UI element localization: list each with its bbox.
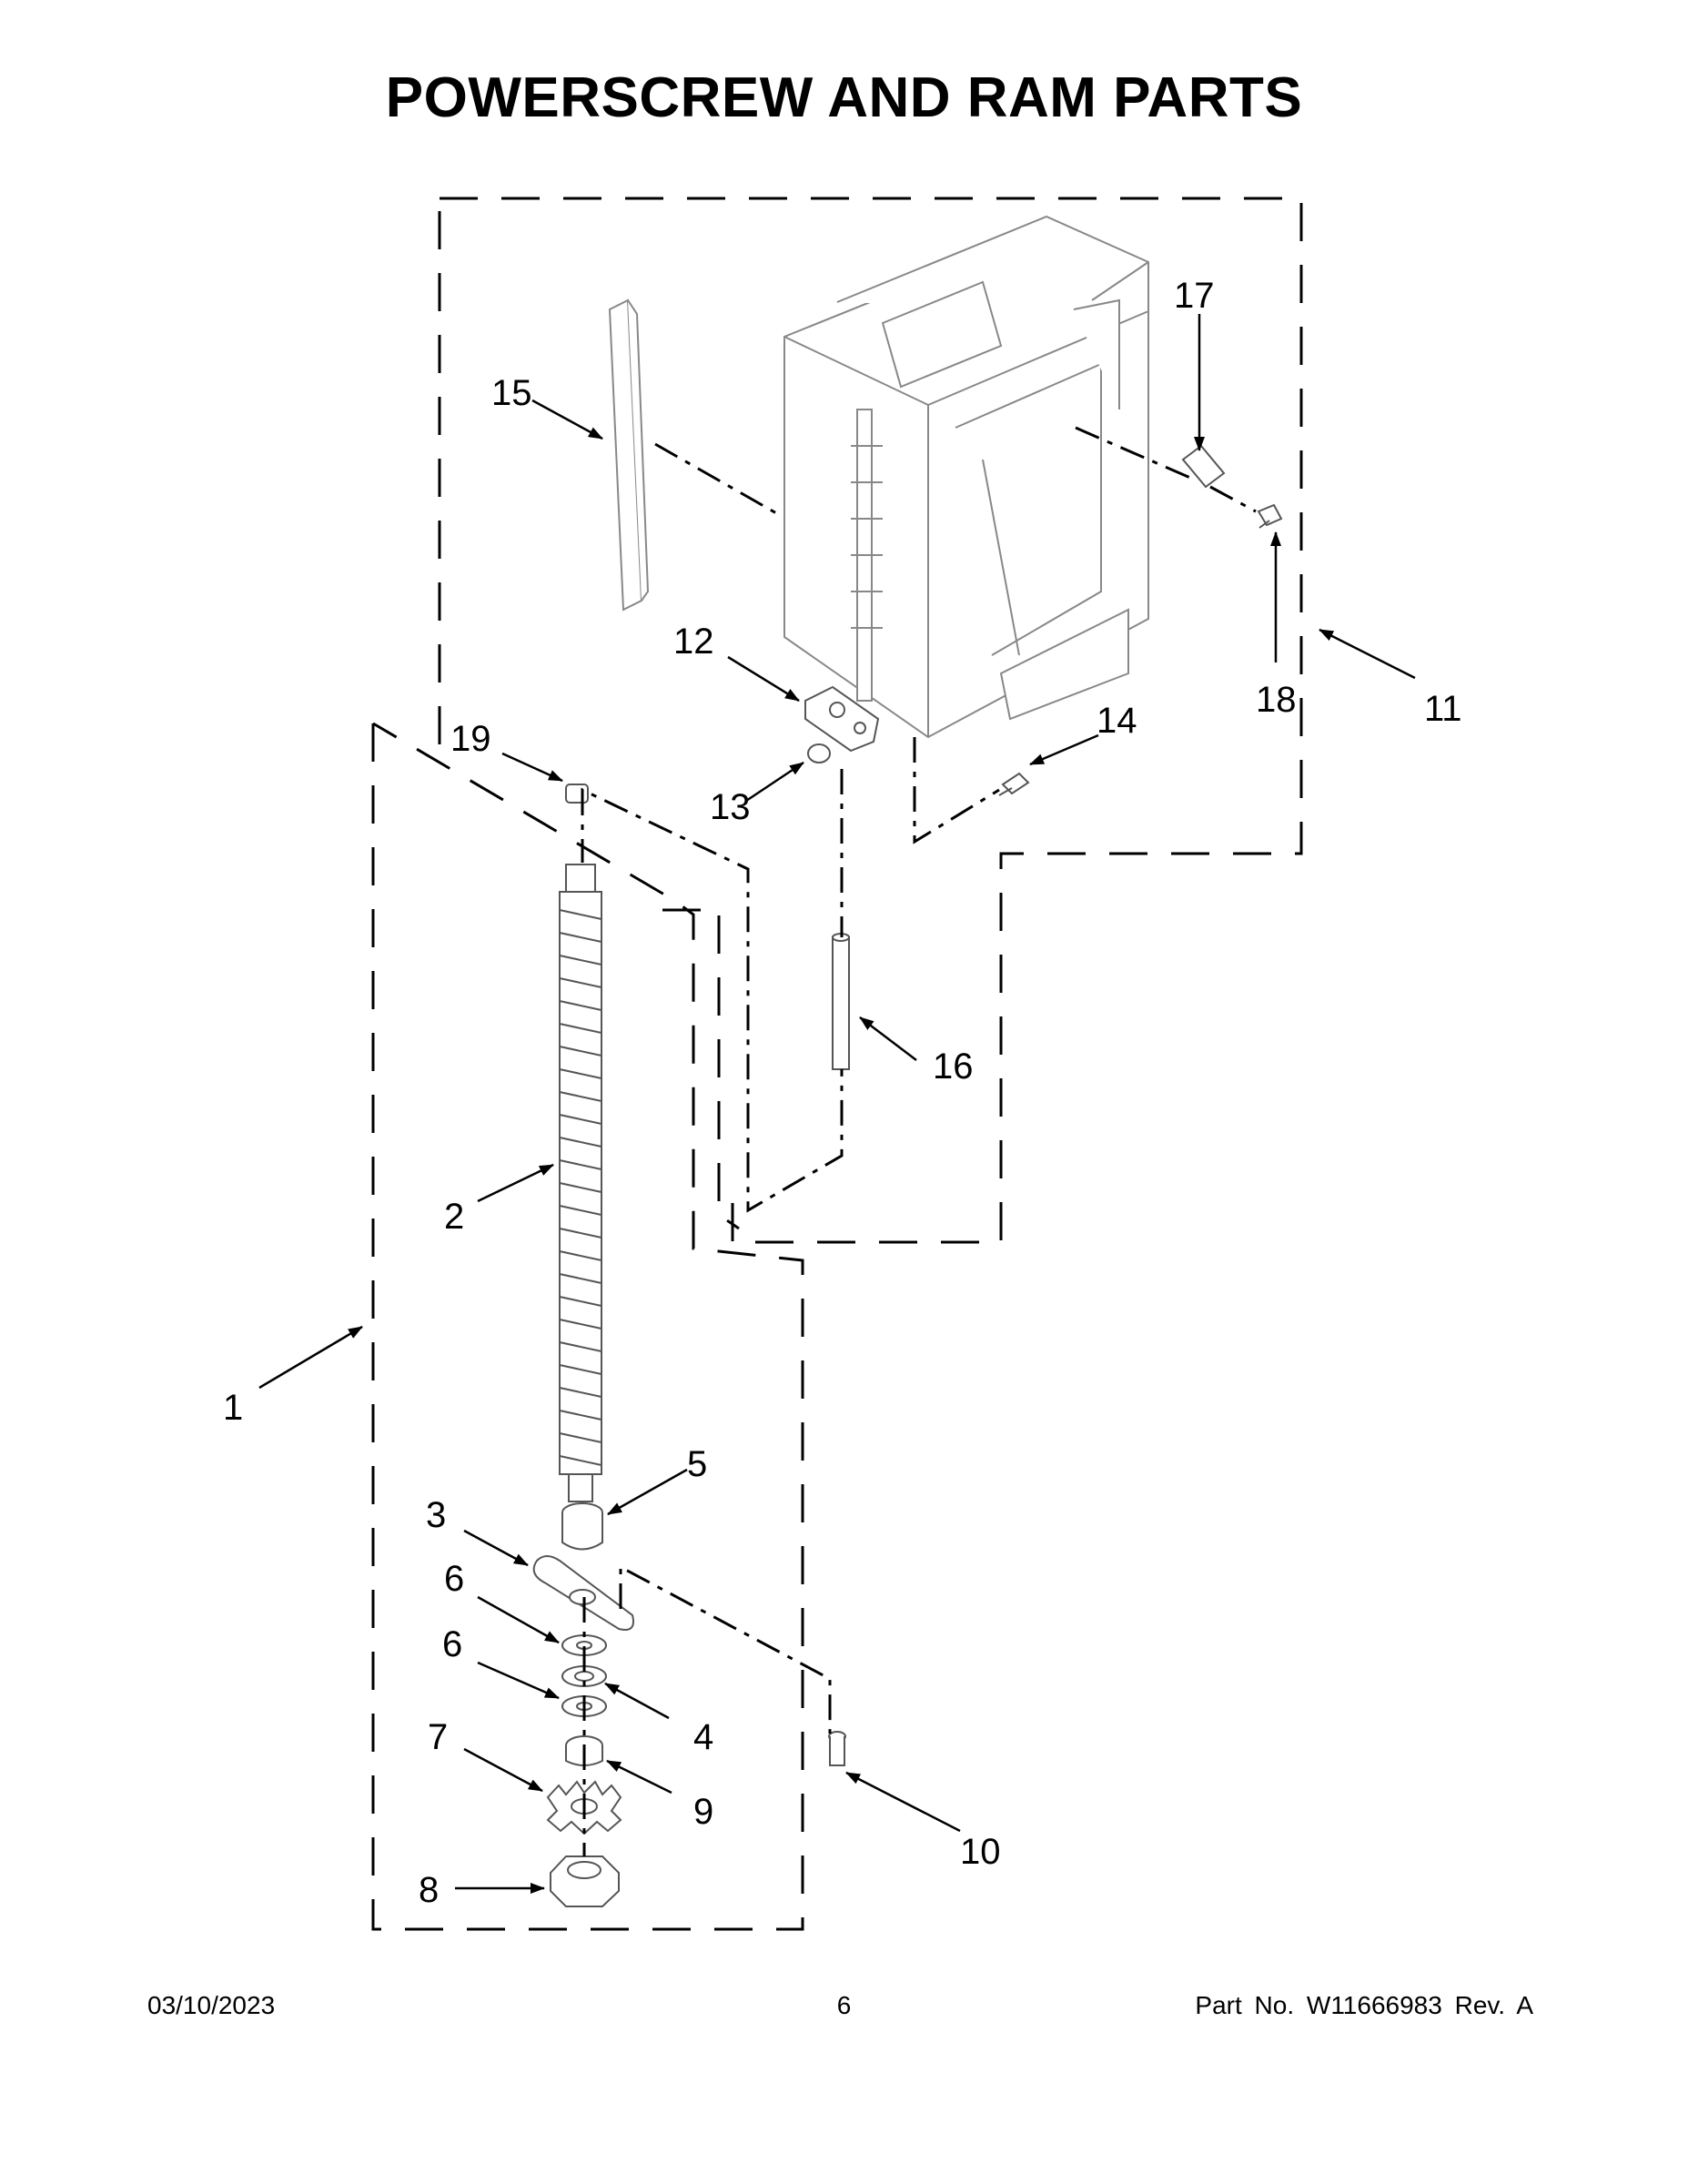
footer-page-number: 6 [836, 1991, 852, 2019]
callout-6-upper: 6 [444, 1559, 464, 1599]
callout-6-lower: 6 [442, 1624, 462, 1664]
ram-box-part [783, 215, 1149, 739]
assembly-11-boundary [438, 197, 1303, 1244]
callout-17: 17 [1174, 276, 1215, 316]
cap-19-part [565, 784, 589, 804]
callout-15: 15 [491, 373, 532, 413]
plate-3-part [532, 1555, 634, 1631]
pin-16-part [832, 933, 850, 1070]
alignment-lines [581, 426, 1257, 1856]
callout-13: 13 [710, 787, 751, 827]
screw-10-part [828, 1731, 846, 1766]
bracket-17-part [1181, 444, 1226, 489]
callout-2: 2 [444, 1197, 464, 1237]
screw-14-part [998, 772, 1030, 796]
powerscrew-part [559, 864, 602, 1502]
callout-5: 5 [687, 1444, 707, 1484]
callout-10: 10 [960, 1832, 1001, 1872]
footer-date: 03/10/2023 [147, 1991, 276, 2019]
nut-8-part [550, 1855, 620, 1907]
callout-14: 14 [1097, 701, 1137, 741]
callout-4: 4 [693, 1717, 713, 1757]
callout-11: 11 [1424, 689, 1462, 729]
callout-8: 8 [419, 1870, 439, 1910]
callout-1: 1 [223, 1388, 243, 1428]
side-rail-part [608, 298, 650, 612]
callout-9: 9 [693, 1792, 713, 1832]
callout-19: 19 [450, 719, 491, 759]
callout-7: 7 [428, 1717, 448, 1757]
leader-arrows [258, 314, 1416, 1894]
footer-part-number: Part No. W11666983 Rev. A [1195, 1991, 1533, 2019]
link-part [804, 685, 880, 763]
assembly-1-boundary [371, 722, 804, 1931]
screw-18-part [1257, 503, 1283, 529]
ram-rod-part [851, 409, 883, 702]
page-title: POWERSCREW AND RAM PARTS [385, 66, 1303, 129]
callout-12: 12 [673, 622, 714, 662]
callout-18: 18 [1256, 680, 1297, 720]
callout-16: 16 [933, 1046, 974, 1087]
bearing-5-part [561, 1502, 603, 1551]
callout-3: 3 [426, 1495, 446, 1535]
